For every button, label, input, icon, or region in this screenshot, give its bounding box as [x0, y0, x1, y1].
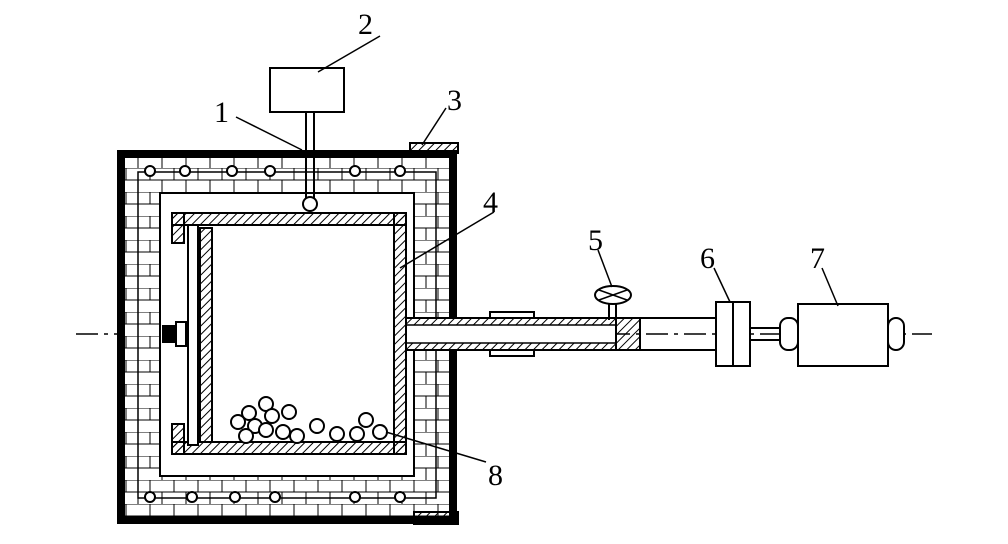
- exhaust-pipe: [405, 311, 716, 357]
- leader-lines: [235, 35, 839, 463]
- label-6: 6: [700, 242, 715, 275]
- vacuum-pump: [779, 303, 905, 367]
- lid-plate: [409, 142, 459, 154]
- label-1: 1: [214, 96, 229, 129]
- label-4: 4: [483, 186, 498, 219]
- thermocouple: [302, 112, 318, 212]
- bottom-plate: [413, 511, 459, 525]
- charge-balls: [230, 396, 388, 444]
- valve: [594, 285, 632, 320]
- label-8: 8: [488, 459, 503, 492]
- coupling: [715, 301, 780, 367]
- controller-box: [269, 67, 345, 113]
- label-7: 7: [810, 242, 825, 275]
- label-2: 2: [358, 8, 373, 41]
- label-3: 3: [447, 84, 462, 117]
- retort-vessel: [162, 212, 407, 455]
- label-5: 5: [588, 224, 603, 257]
- heating-elements: [144, 165, 406, 503]
